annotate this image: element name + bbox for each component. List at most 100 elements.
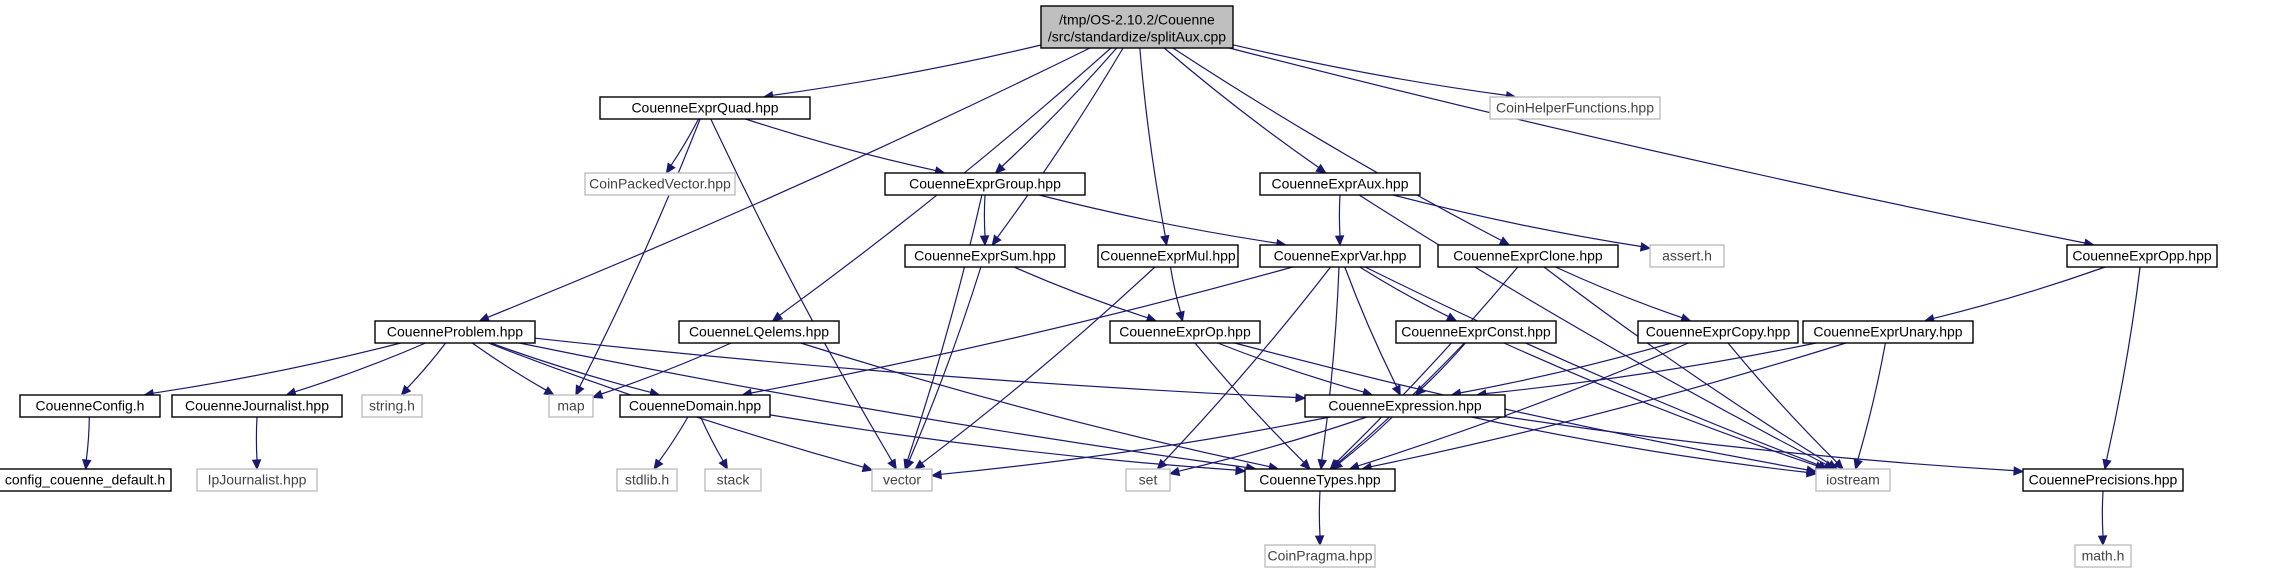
edge-root-to-CouenneExprMul — [1139, 47, 1170, 247]
node-box — [0, 468, 172, 492]
node-CouenneExprCopy[interactable]: CouenneExprCopy.hpp — [1637, 320, 1799, 344]
node-box — [1649, 244, 1725, 268]
node-map: map — [548, 394, 594, 418]
node-assert: assert.h — [1649, 244, 1725, 268]
edge-CouenneExpression-to-vector — [930, 416, 1331, 480]
node-CouenneExprGroup[interactable]: CouenneExprGroup.hpp — [884, 172, 1086, 196]
node-box — [1264, 544, 1376, 568]
edge-CouenneExprUnary-to-CouenneExpression — [1475, 342, 1817, 399]
node-label: CouenneExpression.hpp — [1328, 398, 1482, 414]
node-label: CouenneExprMul.hpp — [1100, 248, 1236, 264]
node-box — [1040, 5, 1234, 49]
node-CouenneExpression[interactable]: CouenneExpression.hpp — [1304, 394, 1506, 418]
node-box — [374, 320, 536, 344]
edge-root-to-CouenneExprSum — [991, 47, 1124, 246]
edge-CouenneExprGroup-to-CouenneExprSum — [979, 194, 990, 247]
node-CouenneJournalist[interactable]: CouenneJournalist.hpp — [171, 394, 343, 418]
root-label-line: /tmp/OS-2.10.2/Couenne — [1059, 12, 1215, 28]
node-CouenneExprOp[interactable]: CouenneExprOp.hpp — [1109, 320, 1261, 344]
node-CouenneProblem[interactable]: CouenneProblem.hpp — [374, 320, 536, 344]
node-CouenneExprOpp[interactable]: CouenneExprOpp.hpp — [2066, 244, 2218, 268]
edge-CouenneExprMul-to-CouenneExprOp — [1169, 266, 1185, 323]
node-label: CouenneExprUnary.hpp — [1813, 324, 1962, 340]
edge-CouenneExprVar-to-CouenneExprConst — [1359, 266, 1458, 322]
edge-CouenneExprClone-to-iostream — [1543, 266, 1839, 470]
node-CouenneTypes[interactable]: CouenneTypes.hpp — [1244, 468, 1396, 492]
node-box — [1637, 320, 1799, 344]
node-CouenneExprClone[interactable]: CouenneExprClone.hpp — [1437, 244, 1619, 268]
edge-CouenneExprVar-to-CouenneExpression — [1344, 266, 1401, 397]
node-config_couenne_default[interactable]: config_couenne_default.h — [0, 468, 172, 492]
node-CoinHelperFunctions: CoinHelperFunctions.hpp — [1489, 96, 1661, 120]
node-CoinPackedVector: CoinPackedVector.hpp — [584, 172, 736, 196]
edge-root-to-CoinHelperFunctions — [1232, 44, 1517, 101]
node-label: CouenneTypes.hpp — [1259, 472, 1381, 488]
node-box — [1304, 394, 1506, 418]
node-box — [1125, 468, 1171, 492]
node-box — [1489, 96, 1661, 120]
edge-CouenneDomain-to-stack — [700, 416, 729, 471]
node-label: CouennePrecisions.hpp — [2029, 472, 2178, 488]
node-box — [884, 172, 1086, 196]
node-label: CouenneDomain.hpp — [629, 398, 762, 414]
node-label: stack — [717, 472, 751, 488]
edge-CouenneProblem-to-CouenneJournalist — [285, 342, 426, 397]
node-math: math.h — [2074, 544, 2132, 568]
edge-CouenneExprConst-to-CouenneExpression — [1414, 342, 1466, 396]
node-label: CouenneExprVar.hpp — [1274, 248, 1407, 264]
node-CouenneDomain[interactable]: CouenneDomain.hpp — [619, 394, 771, 418]
node-CouenneExprConst[interactable]: CouenneExprConst.hpp — [1395, 320, 1557, 344]
node-CouenneConfig[interactable]: CouenneConfig.h — [19, 394, 161, 418]
node-CouennePrecisions[interactable]: CouennePrecisions.hpp — [2022, 468, 2184, 492]
node-box — [599, 96, 811, 120]
node-box — [678, 320, 840, 344]
node-label: CouenneExprGroup.hpp — [909, 176, 1061, 192]
edge-CouenneExpression-to-iostream — [1471, 416, 1818, 478]
edge-CouenneTypes-to-CoinPragma — [1314, 490, 1325, 547]
edge-CouenneExprQuad-to-map — [575, 118, 701, 397]
edge-CouenneDomain-to-stdlib — [653, 416, 689, 471]
node-box — [171, 394, 343, 418]
node-label: CouenneExprClone.hpp — [1453, 248, 1603, 264]
edge-CouenneExprMul-to-vector — [914, 266, 1156, 470]
node-CouenneExprAux[interactable]: CouenneExprAux.hpp — [1259, 172, 1421, 196]
node-label: CoinHelperFunctions.hpp — [1496, 100, 1654, 116]
edge-CouenneExprSum-to-CouenneExprOp — [1013, 266, 1158, 323]
node-label: CouenneLQelems.hpp — [689, 324, 829, 340]
node-box — [2074, 544, 2132, 568]
edge-CouenneExpression-to-CouenneTypes — [1331, 416, 1393, 470]
node-CouenneExprMul[interactable]: CouenneExprMul.hpp — [1097, 244, 1239, 268]
node-CouenneExprVar[interactable]: CouenneExprVar.hpp — [1259, 244, 1421, 268]
nodes: /tmp/OS-2.10.2/Couenne/src/standardize/s… — [0, 5, 2218, 568]
edge-CouenneExprCopy-to-CouenneExpression — [1450, 342, 1672, 398]
edge-CouenneProblem-to-string — [400, 342, 447, 396]
edge-CouenneExprAux-to-assert — [1392, 194, 1652, 252]
node-box — [1109, 320, 1261, 344]
edge-CouenneExpression-to-set — [1168, 416, 1367, 477]
edge-root-to-CouenneExprGroup — [994, 47, 1118, 174]
node-root[interactable]: /tmp/OS-2.10.2/Couenne/src/standardize/s… — [1040, 5, 1234, 49]
node-box — [1244, 468, 1396, 492]
node-label: CoinPackedVector.hpp — [589, 176, 731, 192]
node-vector: vector — [871, 468, 933, 492]
edge-CouenneExprOpp-to-CouenneExprUnary — [1923, 266, 2106, 324]
edge-CouenneExprVar-to-iostream — [1364, 266, 1829, 471]
node-box — [619, 394, 771, 418]
node-CouenneExprQuad[interactable]: CouenneExprQuad.hpp — [599, 96, 811, 120]
node-box — [2066, 244, 2218, 268]
node-box — [2022, 468, 2184, 492]
node-CouenneLQelems[interactable]: CouenneLQelems.hpp — [678, 320, 840, 344]
node-label: vector — [883, 472, 921, 488]
node-box — [196, 468, 318, 492]
edge-root-to-CouenneExprOpp — [1229, 47, 2095, 248]
node-label: CoinPragma.hpp — [1267, 548, 1372, 564]
node-box — [871, 468, 933, 492]
node-label: CouenneProblem.hpp — [387, 324, 523, 340]
edge-root-to-CouenneExprClone — [1172, 47, 1511, 246]
node-CouenneExprUnary[interactable]: CouenneExprUnary.hpp — [1802, 320, 1974, 344]
node-stack: stack — [704, 468, 762, 492]
node-CouenneExprSum[interactable]: CouenneExprSum.hpp — [904, 244, 1066, 268]
node-box — [19, 394, 161, 418]
edge-CouenneExprSum-to-vector — [905, 266, 982, 471]
